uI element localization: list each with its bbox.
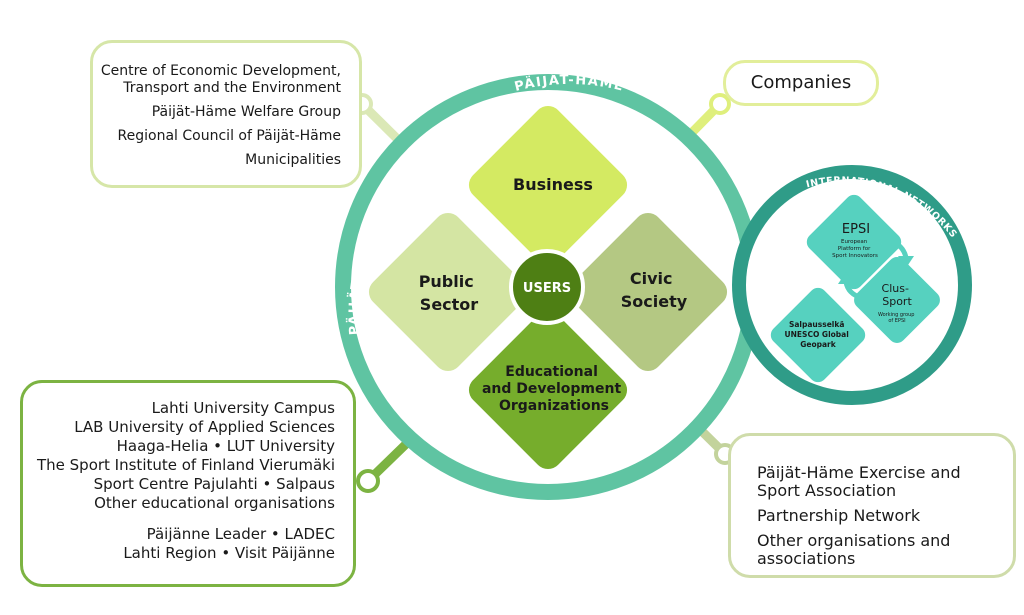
- connector-dot-edu: [356, 469, 380, 493]
- clus-sport-title: Clus- Sport: [882, 282, 913, 308]
- clus-sport-diamond: [854, 257, 940, 343]
- public-sector-label: Public Sector: [419, 272, 480, 314]
- edu-box-line-4: The Sport Institute of Finland Vierumäki: [36, 456, 335, 474]
- public-box-line-5: Municipalities: [245, 152, 341, 168]
- ring-label-bottom: PÄIJÄT-HÄME: [499, 492, 612, 515]
- public-box-line-1: Centre of Economic Development,: [100, 63, 341, 79]
- public-sector-box: Centre of Economic Development, Transpor…: [90, 40, 362, 188]
- edu-box-line-1: Lahti University Campus: [151, 399, 335, 417]
- edu-box-line-3: Haaga-Helia • LUT University: [116, 437, 335, 455]
- public-box-line-3: Päijät-Häme Welfare Group: [151, 104, 341, 120]
- edu-box-line-8: Lahti Region • Visit Päijänne: [123, 544, 335, 562]
- edu-box-line-2: LAB University of Applied Sciences: [74, 418, 335, 436]
- clus-sport-subtitle: Working group of EPSI: [878, 312, 916, 324]
- epsi-diamond: [806, 194, 902, 290]
- ring-label-top: PÄIJÄT-HÄME: [513, 72, 626, 95]
- users-label: USERS: [523, 281, 571, 296]
- educational-diamond: [468, 310, 628, 470]
- civic-society-box: Päijät-Häme Exercise and Sport Associati…: [728, 433, 1016, 578]
- public-box-line-4: Regional Council of Päijät-Häme: [117, 128, 341, 144]
- edu-box-line-7: Päijänne Leader • LADEC: [146, 525, 335, 543]
- connector-dot-business: [709, 93, 731, 115]
- companies-label: Companies: [750, 72, 852, 93]
- geopark-diamond: [770, 287, 866, 383]
- business-diamond: [468, 105, 628, 265]
- civic-box-line-2: Sport Association: [757, 481, 897, 500]
- edu-box-line-6: Other educational organisations: [94, 494, 335, 512]
- educational-box: Lahti University Campus LAB University o…: [20, 380, 356, 587]
- civic-box-line-1: Päijät-Häme Exercise and: [757, 463, 961, 482]
- companies-box: Companies: [723, 60, 879, 106]
- civic-box-line-3: Partnership Network: [757, 506, 921, 525]
- public-box-line-2: Transport and the Environment: [123, 80, 341, 96]
- civic-society-diamond: [568, 212, 728, 372]
- epsi-subtitle: European Platform for Sport Innovators: [832, 239, 878, 259]
- edu-box-line-5: Sport Centre Pajulahti • Salpaus: [93, 475, 335, 493]
- epsi-title: EPSI: [842, 222, 870, 237]
- users-circle: [509, 249, 585, 325]
- civic-box-line-4: Other organisations and: [757, 531, 951, 550]
- civic-society-label: Civic Society: [621, 269, 688, 311]
- arrow-head-clus-icon: [898, 256, 914, 268]
- business-label: Business: [513, 175, 593, 194]
- educational-label: Educational and Development Organization…: [482, 364, 626, 414]
- geopark-label: Salpausselkä UNESCO Global Geopark: [785, 320, 852, 349]
- civic-box-line-5: associations: [757, 549, 856, 568]
- public-sector-diamond: [368, 212, 528, 372]
- arrow-head-epsi-icon: [838, 272, 854, 284]
